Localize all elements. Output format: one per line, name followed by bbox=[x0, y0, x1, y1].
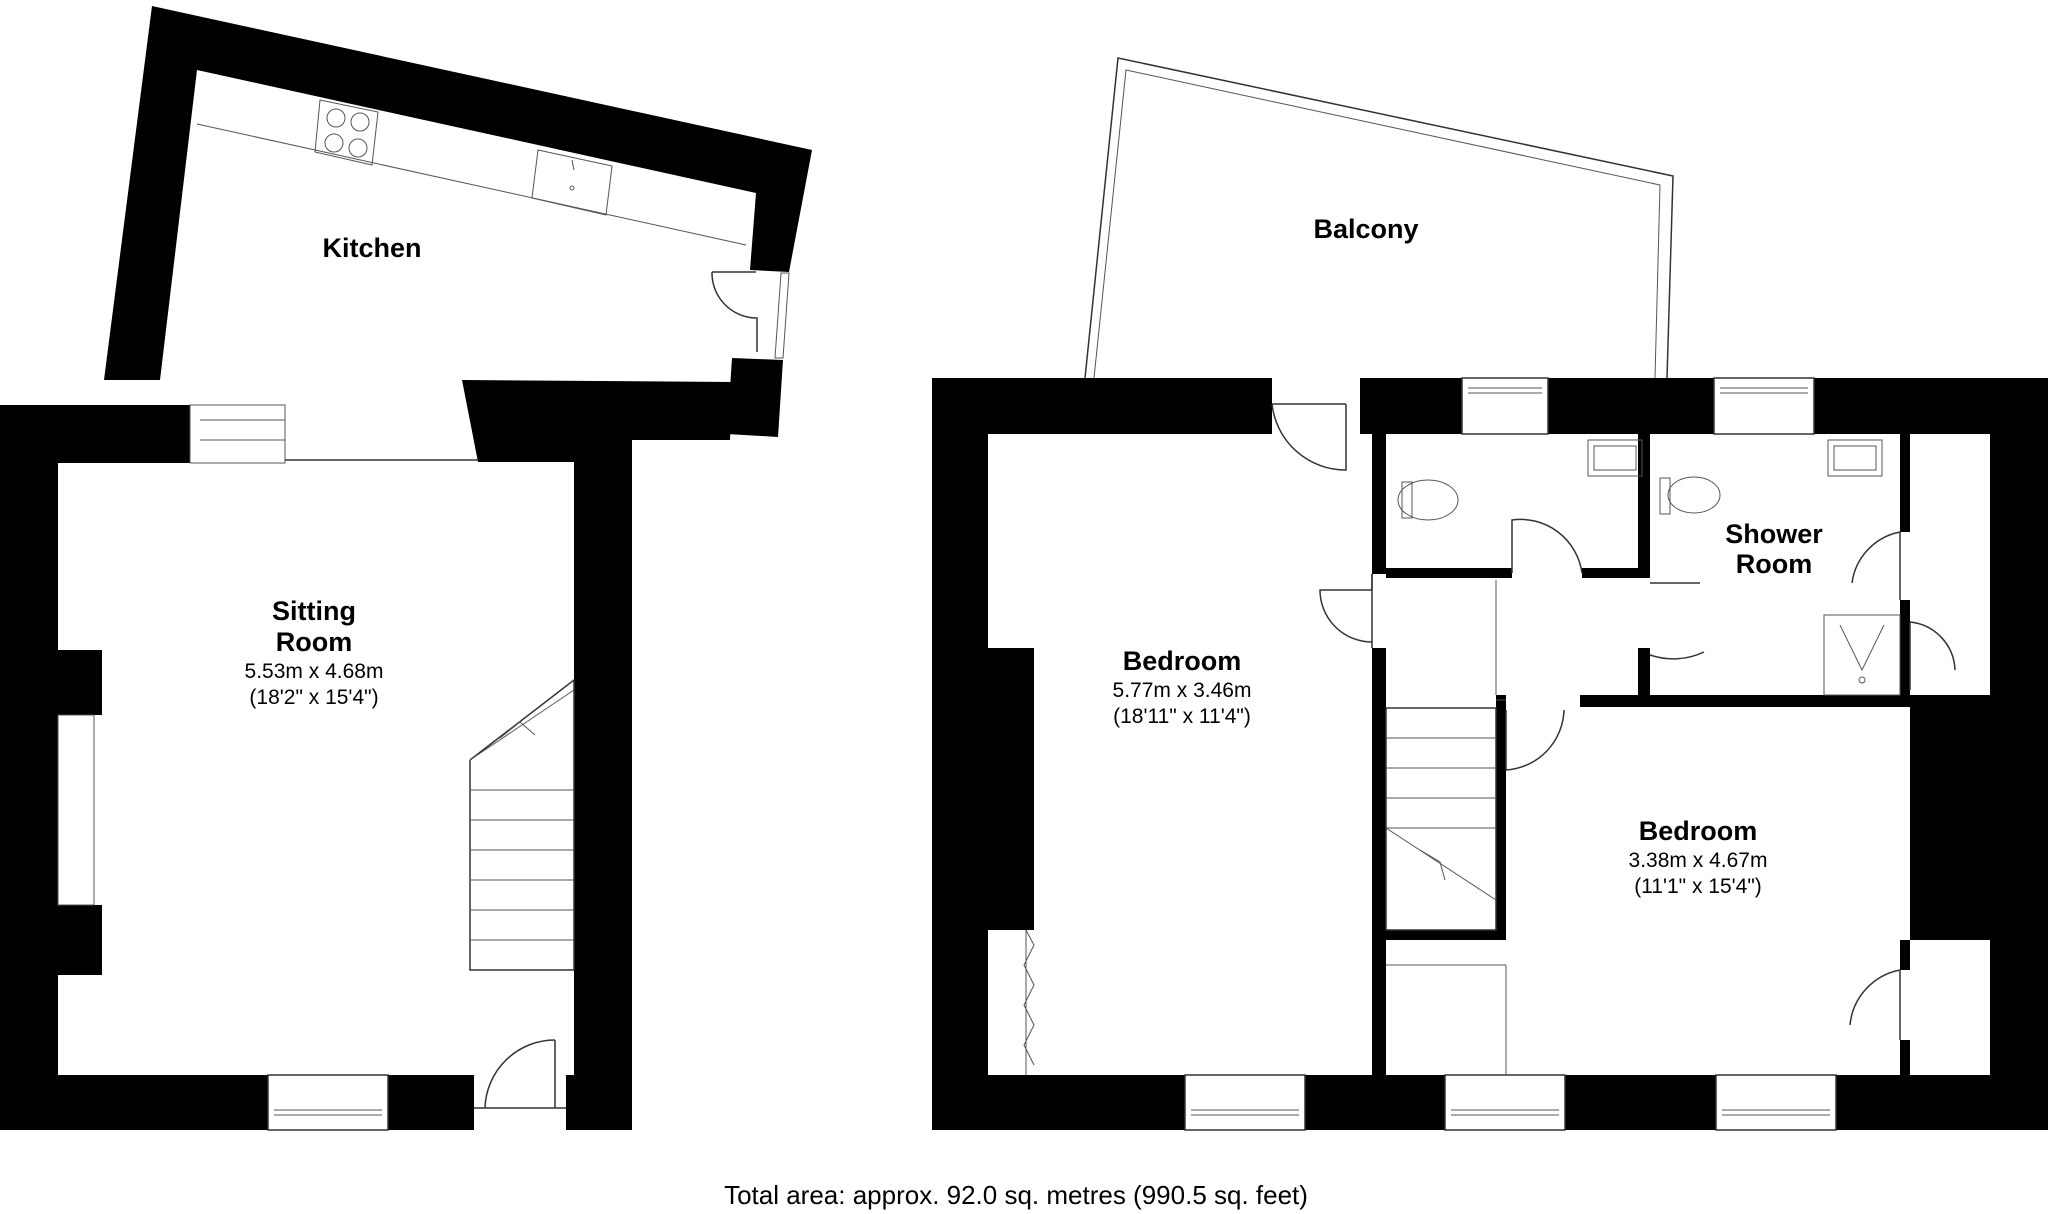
total-area: Total area: approx. 92.0 sq. metres (990… bbox=[724, 1180, 1308, 1210]
sitting-wall-bottom-left bbox=[0, 1075, 268, 1130]
ground-floor bbox=[0, 6, 812, 1131]
first-stairs bbox=[1385, 707, 1497, 931]
bedroom-1-label: Bedroom bbox=[1123, 646, 1242, 676]
first-wall-top-left bbox=[932, 378, 1272, 434]
bedroom-1-imperial: (18'11" x 11'4") bbox=[1113, 705, 1251, 728]
first-wall-left bbox=[932, 378, 988, 1130]
first-floor bbox=[932, 57, 2048, 1131]
bedroom-1-metric: 5.77m x 3.46m bbox=[1113, 679, 1252, 702]
sitting-room-imperial: (18'2" x 15'4") bbox=[249, 686, 378, 709]
sitting-room-label-line1: Sitting bbox=[272, 596, 356, 626]
kitchen-label: Kitchen bbox=[322, 233, 421, 263]
chimney-breast-top bbox=[58, 650, 102, 715]
ground-stairs bbox=[469, 678, 575, 971]
sitting-wall-bottom-mid bbox=[388, 1075, 474, 1130]
first-windows bbox=[1184, 377, 1837, 1131]
sitting-wall-left bbox=[0, 405, 58, 1130]
first-wall-right bbox=[1990, 378, 2048, 1130]
sitting-wall-right bbox=[574, 440, 632, 1130]
chimney-breast-bottom bbox=[58, 905, 102, 975]
shower-room-label-line2: Room bbox=[1736, 549, 1813, 579]
first-wall-central bbox=[1372, 434, 1386, 574]
sitting-room-label-line2: Room bbox=[276, 627, 353, 657]
kitchen-walls bbox=[104, 6, 812, 380]
bedroom-2-metric: 3.38m x 4.67m bbox=[1629, 849, 1768, 872]
bedroom-2-label: Bedroom bbox=[1639, 816, 1758, 846]
sitting-room-metric: 5.53m x 4.68m bbox=[245, 660, 384, 683]
balcony-label: Balcony bbox=[1313, 214, 1418, 244]
sitting-wall-bottom-right bbox=[566, 1075, 632, 1130]
balcony-railing bbox=[1084, 57, 1674, 379]
fireplace-recess bbox=[57, 714, 95, 906]
ground-wall-top-mid bbox=[462, 380, 732, 462]
first-wall-left-pier bbox=[988, 648, 1034, 930]
sitting-door-gap bbox=[474, 1075, 566, 1130]
shower-room-label-line1: Shower bbox=[1725, 519, 1823, 549]
sitting-window-bottom bbox=[267, 1074, 389, 1131]
kitchen-wall-lower-right bbox=[727, 358, 783, 437]
bedroom-2-imperial: (11'1" x 15'4") bbox=[1634, 875, 1762, 898]
